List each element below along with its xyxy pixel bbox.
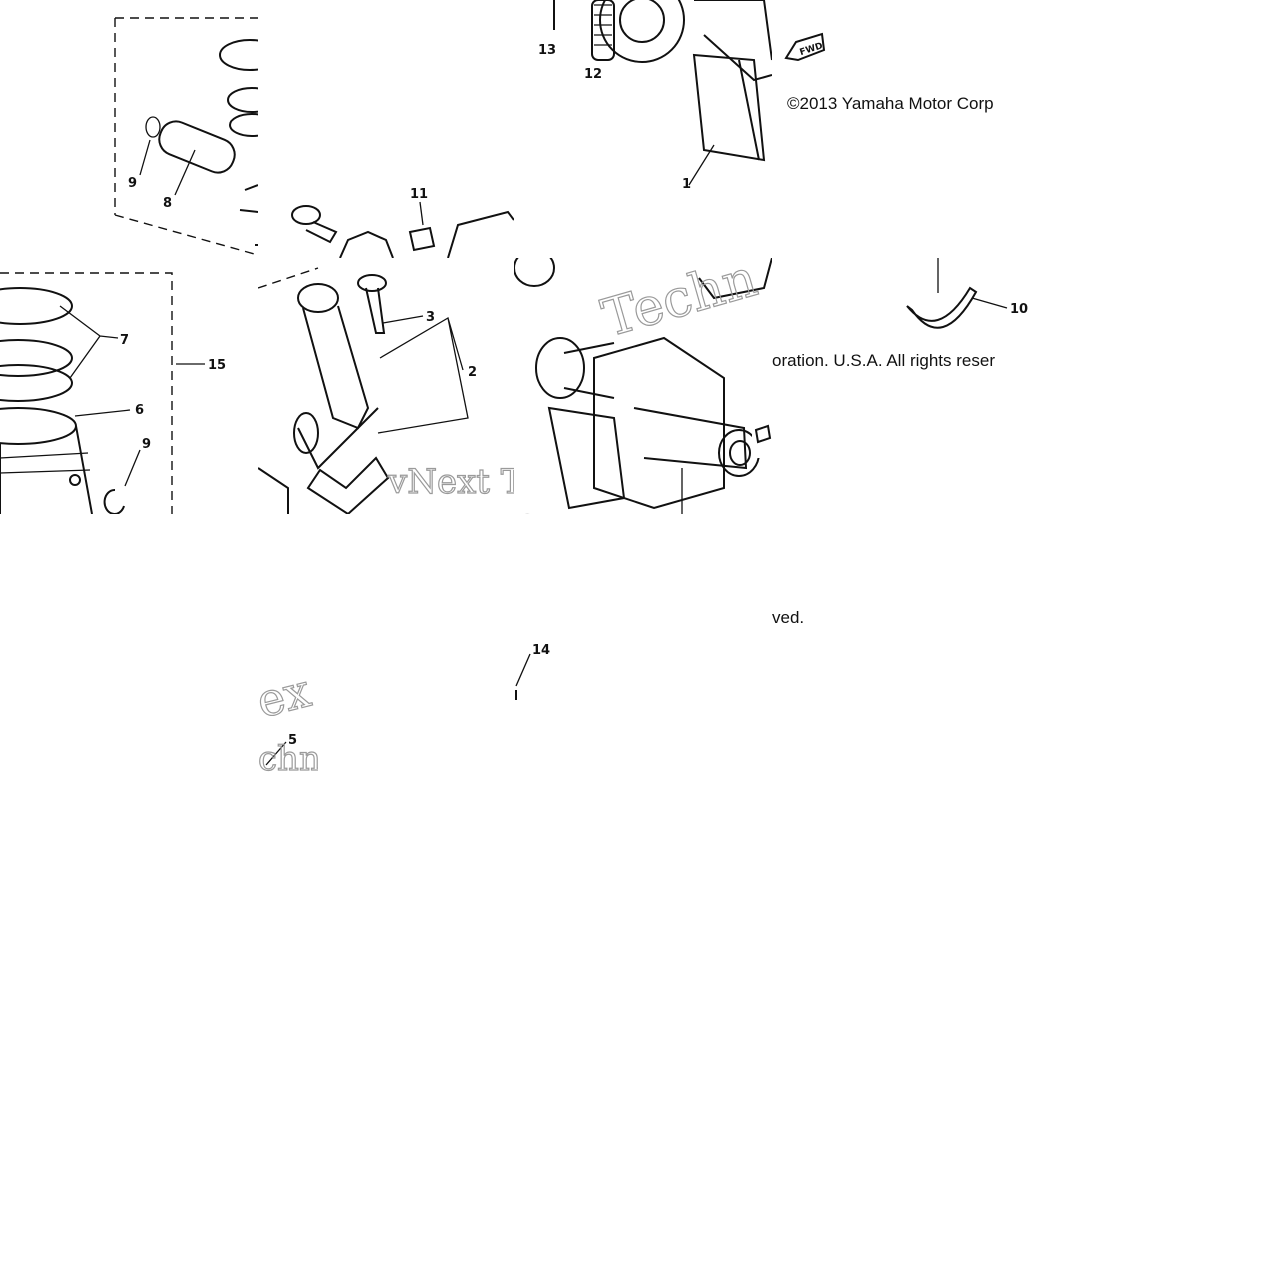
callout-9: 9 bbox=[128, 176, 137, 191]
callout-3: 3 bbox=[426, 310, 435, 325]
copyright-part1: ©2013 Yamaha Motor Corp bbox=[787, 94, 994, 113]
watermark-techn: Techn bbox=[596, 258, 764, 349]
tile-connecting-rod: 3 2 vNext Te bbox=[258, 258, 514, 514]
crank-sprocket-drawing: 13 12 1 bbox=[538, 0, 772, 192]
callout-9b: 9 bbox=[142, 437, 151, 452]
callout-13: 13 bbox=[538, 43, 556, 58]
connecting-rod-drawing: 3 2 vNext Te bbox=[258, 267, 514, 514]
tile-piston-pin: 9 8 bbox=[0, 0, 258, 258]
watermark-ou: ou bbox=[514, 498, 569, 514]
bolt-key-drawing: 11 bbox=[291, 187, 514, 258]
callout-2: 2 bbox=[468, 365, 477, 380]
callout-5: 5 bbox=[288, 733, 297, 748]
callout-1: 1 bbox=[682, 177, 691, 192]
tile-crankshaft: Techn ou bbox=[514, 258, 772, 514]
callout-10: 10 bbox=[1010, 302, 1028, 317]
callout-15: 15 bbox=[208, 358, 226, 373]
tile-crank-sprocket: 13 12 1 bbox=[514, 0, 772, 258]
piston-rings-drawing: 7 6 15 9 bbox=[0, 272, 226, 514]
tile-piston-rings: 7 6 15 9 bbox=[0, 258, 258, 514]
bearing-drawing: 10 bbox=[906, 258, 1028, 329]
callout-14: 14 bbox=[532, 643, 550, 658]
watermark-ex: ex bbox=[258, 670, 316, 728]
callout-12: 12 bbox=[584, 67, 602, 82]
watermark-chn: chn bbox=[258, 739, 318, 775]
tile-bearing: 10 bbox=[772, 258, 1030, 348]
tile-callout-14: 14 bbox=[514, 640, 564, 702]
callout-6: 6 bbox=[135, 403, 144, 418]
tile-bolt-key: 11 bbox=[258, 180, 514, 258]
copyright-part3: ved. bbox=[772, 608, 805, 627]
copyright-part2: oration. U.S.A. All rights reser bbox=[772, 351, 995, 370]
watermark-vnext: vNext Te bbox=[387, 462, 514, 502]
piston-pin-drawing: 9 8 bbox=[114, 17, 258, 256]
tile-callout-5: ex 5 chn bbox=[258, 670, 318, 775]
tile-crank-key bbox=[752, 418, 772, 458]
callout-11: 11 bbox=[410, 187, 428, 202]
callout-8: 8 bbox=[163, 196, 172, 211]
callout-7: 7 bbox=[120, 333, 129, 348]
crankshaft-drawing: Techn ou bbox=[514, 258, 772, 514]
fwd-arrow-icon: FWD bbox=[782, 30, 832, 66]
